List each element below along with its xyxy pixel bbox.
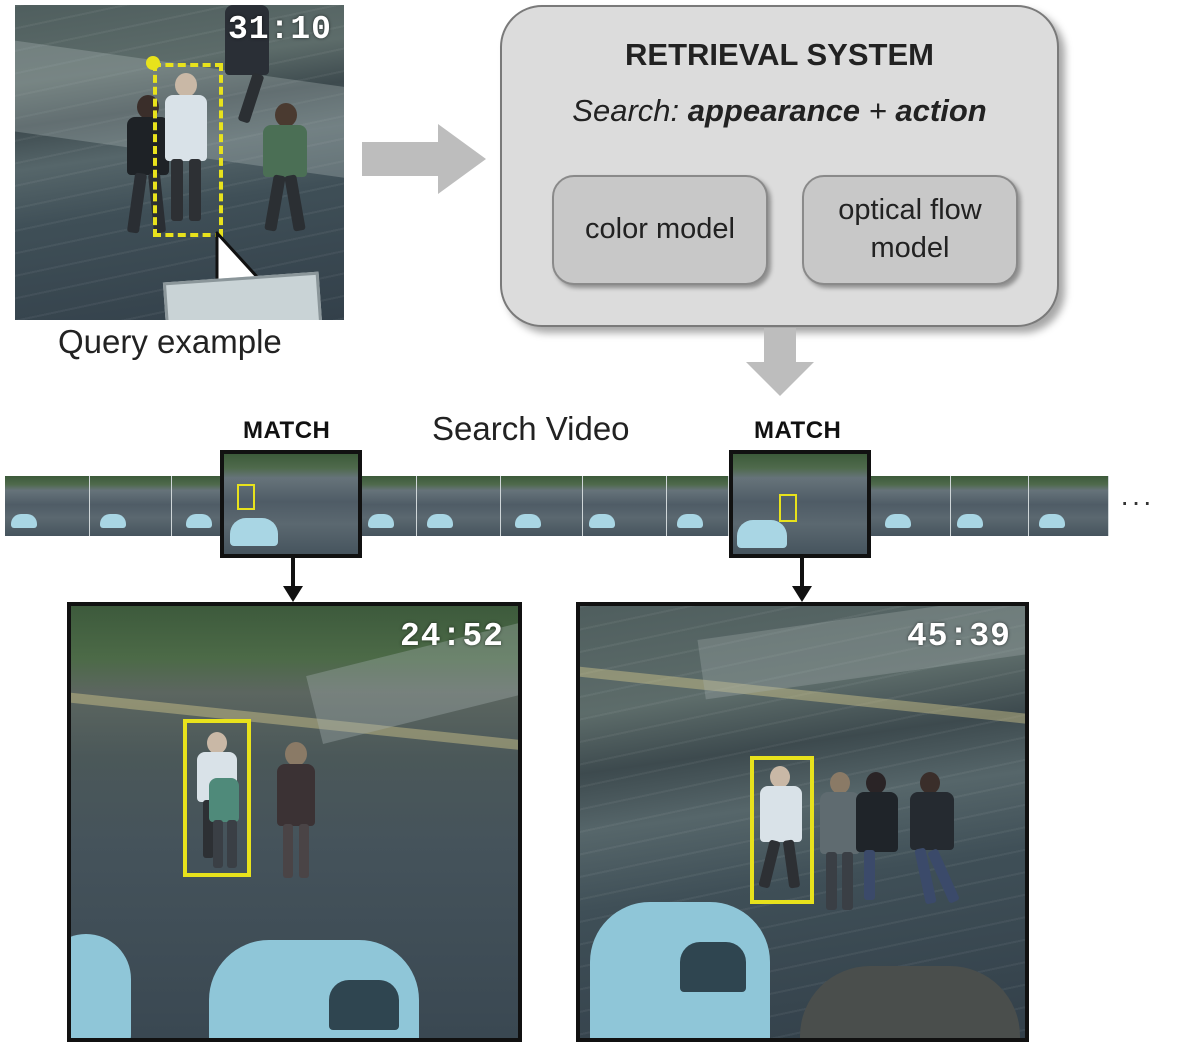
- arrow-right-icon: [362, 124, 486, 194]
- match-label-right: MATCH: [754, 417, 842, 444]
- strip-ellipsis: ···: [1120, 486, 1154, 517]
- query-timestamp: 31:10: [227, 11, 332, 48]
- result-right-timestamp: 45:39: [906, 618, 1011, 655]
- car-right-main: [590, 902, 770, 1038]
- video-frame[interactable]: [871, 476, 951, 536]
- result-frame-left[interactable]: 24:52: [67, 602, 522, 1042]
- mini-car-left: [230, 518, 278, 546]
- arrow-down-small-right-icon: [792, 558, 812, 602]
- video-frame[interactable]: [5, 476, 90, 536]
- mini-car: [885, 514, 911, 528]
- result-frame-right[interactable]: 45:39: [576, 602, 1029, 1042]
- video-frame[interactable]: [667, 476, 729, 536]
- match-frame-right[interactable]: [729, 450, 871, 558]
- optical-flow-model-button[interactable]: optical flow model: [802, 175, 1018, 285]
- search-video-label: Search Video: [432, 410, 630, 447]
- mini-car: [11, 514, 37, 528]
- car-right-dark: [800, 966, 1020, 1038]
- mini-car-right: [737, 520, 787, 548]
- optical-flow-label-line2: model: [870, 232, 950, 264]
- search-term-appearance: appearance: [687, 93, 861, 128]
- mini-car: [368, 514, 394, 528]
- car-left-corner: [71, 934, 131, 1038]
- mini-car: [1039, 514, 1065, 528]
- search-join: +: [860, 93, 896, 128]
- detection-box-right[interactable]: [750, 756, 814, 904]
- video-frame[interactable]: [583, 476, 667, 536]
- mini-car: [589, 514, 615, 528]
- mini-car: [677, 514, 703, 528]
- mini-highlight-right: [779, 494, 797, 522]
- mini-car: [186, 514, 212, 528]
- selection-handle[interactable]: [146, 56, 160, 70]
- car-roof: [162, 271, 324, 320]
- video-frame[interactable]: [417, 476, 501, 536]
- mini-car: [427, 514, 453, 528]
- arrow-down-small-left-icon: [283, 558, 303, 602]
- video-frame[interactable]: [951, 476, 1029, 536]
- video-frame[interactable]: [1029, 476, 1109, 536]
- mini-car: [515, 514, 541, 528]
- query-frame[interactable]: 31:10: [15, 5, 344, 320]
- color-model-button[interactable]: color model: [552, 175, 768, 285]
- match-frame-left[interactable]: [220, 450, 362, 558]
- search-term-action: action: [895, 93, 987, 128]
- optical-flow-label-line1: optical flow: [838, 194, 982, 227]
- query-selection-box[interactable]: [153, 63, 223, 237]
- arrow-down-icon: [746, 328, 814, 396]
- retrieval-title: RETRIEVAL SYSTEM: [625, 37, 934, 72]
- mini-highlight-left: [237, 484, 255, 510]
- match-label-left: MATCH: [243, 417, 331, 444]
- result-left-timestamp: 24:52: [399, 618, 504, 655]
- video-frame[interactable]: [90, 476, 172, 536]
- retrieval-system-panel: RETRIEVAL SYSTEM Search: appearance + ac…: [500, 5, 1059, 327]
- search-description: Search: appearance + action: [502, 93, 1057, 129]
- car-left-main: [209, 940, 419, 1038]
- mini-car: [100, 514, 126, 528]
- color-model-label: color model: [585, 213, 735, 246]
- video-frame[interactable]: [362, 476, 417, 536]
- detection-box-left[interactable]: [183, 719, 251, 877]
- search-prefix: Search:: [572, 93, 688, 128]
- video-frame[interactable]: [501, 476, 583, 536]
- query-caption: Query example: [58, 323, 282, 360]
- mini-car: [957, 514, 983, 528]
